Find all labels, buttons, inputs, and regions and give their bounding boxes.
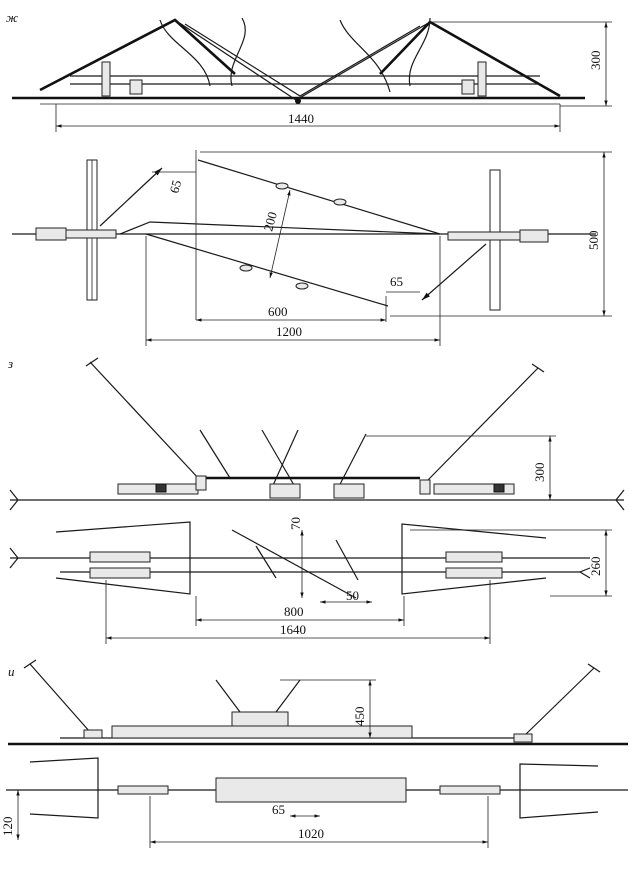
- center-pivot: [295, 98, 301, 104]
- i-end-right: [513, 733, 533, 743]
- center-struts-inner: [184, 23, 421, 97]
- z-pull-right: [427, 367, 539, 481]
- z-plan-end-left: [9, 547, 19, 569]
- left-fitting: [35, 227, 67, 241]
- i-plan-fit-left: [117, 785, 169, 795]
- clamp-right: [461, 79, 475, 95]
- right-fitting: [519, 229, 549, 243]
- section-z-label: з: [7, 356, 13, 371]
- insulator-left: [101, 61, 111, 97]
- dim-offset2-label: 65: [390, 274, 403, 289]
- z-clamp-right: [433, 483, 515, 495]
- i-dim-small-label: 65: [272, 802, 285, 817]
- z-plan-fit-3: [445, 551, 503, 563]
- z-plan-diag-2: [255, 545, 277, 579]
- section-i-plan: 65 120 1020: [0, 757, 628, 848]
- z-bolt-right: [493, 483, 505, 493]
- dim-span-label: 1440: [288, 111, 314, 126]
- z-pull-right-cap: [531, 363, 545, 373]
- z-post-right: [419, 479, 431, 495]
- z-strut-4: [335, 433, 367, 493]
- z-plan-fit-4: [445, 567, 503, 579]
- clamp-left: [129, 79, 143, 95]
- i-pull-left: [29, 663, 91, 733]
- z-end-right: [615, 489, 625, 511]
- z-bolt-left: [155, 483, 167, 493]
- z-strut-3: [269, 429, 299, 493]
- diag-rod-upper: [197, 159, 441, 235]
- swing-wire-1: [230, 17, 246, 87]
- rod-insulator-1: [275, 182, 289, 190]
- rod-insulator-3: [239, 264, 253, 272]
- dim-brace-label: 200: [260, 210, 280, 233]
- z-dim-small-label: 50: [346, 588, 359, 603]
- z-dim-outer-label: 1640: [280, 622, 306, 637]
- dim-width-label: 500: [586, 231, 601, 251]
- i-top-block: [231, 711, 289, 727]
- dim-inner-label: 600: [268, 304, 288, 319]
- z-dim-inner-label: 800: [284, 604, 304, 619]
- insulator-right: [477, 61, 487, 97]
- pointer-left: [99, 167, 163, 227]
- i-pull-right-cap: [587, 663, 601, 673]
- i-pull-right: [523, 667, 595, 737]
- z-pull-left: [89, 361, 201, 481]
- i-dim-height-label: 450: [352, 707, 367, 727]
- section-z-plan: 70 260 50 800 1640: [9, 517, 612, 644]
- section-zh-label: ж: [6, 10, 18, 25]
- z-plan-diag-3: [335, 539, 359, 581]
- swing-wire-4: [408, 17, 431, 87]
- section-zh-plan: 65 200 500 65 600 1200: [12, 150, 612, 346]
- z-center-right: [333, 483, 365, 499]
- i-frame-left: [29, 757, 99, 819]
- i-main-body: [111, 725, 413, 739]
- i-dim-side-label: 120: [0, 817, 15, 837]
- z-post-left: [195, 475, 207, 491]
- i-v-frame: [215, 679, 301, 713]
- z-strut-2: [261, 429, 299, 493]
- section-i-elevation: и 450: [8, 659, 628, 746]
- section-i-label: и: [8, 664, 15, 679]
- swing-wire-2: [159, 19, 211, 87]
- z-center-left: [269, 483, 301, 499]
- z-dim-height-label: 300: [532, 463, 547, 483]
- z-plan-fit-2: [89, 567, 151, 579]
- right-fitting-2: [447, 231, 521, 241]
- i-end-left: [83, 729, 103, 739]
- rod-insulator-2: [333, 198, 347, 206]
- z-end-left: [9, 489, 19, 511]
- i-plan-body: [215, 777, 407, 803]
- section-z-elevation: з 300: [7, 356, 625, 511]
- swing-wire-3: [339, 19, 391, 93]
- dim-offset-label: 65: [166, 178, 184, 194]
- i-dim-span-label: 1020: [298, 826, 324, 841]
- dim-brace: [269, 189, 291, 279]
- pointer-right: [421, 243, 487, 301]
- z-pull-left-cap: [85, 357, 99, 367]
- z-dim-gap-label: 70: [288, 517, 303, 530]
- z-plan-fit-1: [89, 551, 151, 563]
- i-plan-fit-right: [439, 785, 501, 795]
- i-pull-left-cap: [23, 659, 37, 669]
- section-zh-elevation: ж 300 1440: [6, 10, 612, 132]
- dim-height-label: 300: [588, 51, 603, 71]
- bracket-line: [119, 221, 441, 235]
- z-plan-diag-1: [231, 529, 357, 599]
- dim-outer-label: 1200: [276, 324, 302, 339]
- diag-rod-lower: [145, 233, 389, 307]
- z-frame-right: [401, 523, 547, 595]
- z-strut-1: [199, 429, 231, 479]
- z-dim-width-label: 260: [588, 557, 603, 577]
- i-frame-right: [519, 763, 599, 819]
- left-fitting-2: [65, 229, 117, 239]
- rod-insulator-4: [295, 282, 309, 290]
- z-frame-left: [55, 521, 191, 595]
